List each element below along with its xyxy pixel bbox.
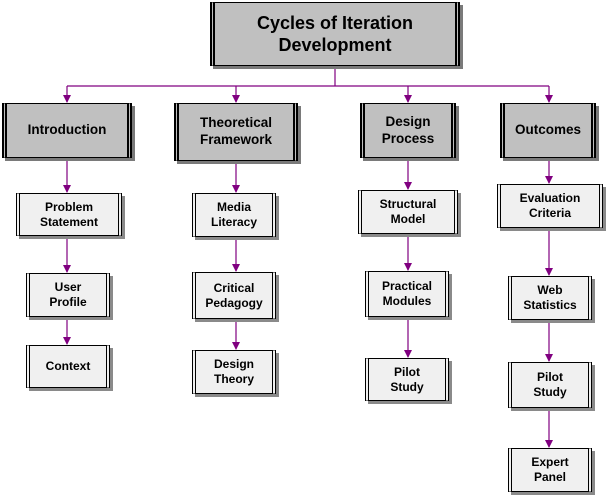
- node-label: Problem Statement: [39, 199, 98, 229]
- node-pilot-study-outcomes: Pilot Study: [508, 362, 592, 408]
- node-label: Practical Modules: [381, 279, 433, 308]
- root-title-text: Cycles of Iteration Development: [256, 12, 414, 56]
- node-media-literacy: Media Literacy: [192, 193, 276, 237]
- node-practical-modules: Practical Modules: [365, 271, 449, 317]
- header-node-design-process: Design Process: [360, 103, 456, 158]
- header-label-outcomes: Outcomes: [514, 122, 582, 138]
- node-label: Expert Panel: [531, 455, 569, 484]
- header-label-introduction: Introduction: [27, 122, 107, 138]
- node-label: Context: [45, 359, 91, 373]
- node-label: Evaluation Criteria: [519, 191, 581, 220]
- header-label-design-process: Design Process: [381, 113, 435, 146]
- node-label: Pilot Study: [533, 370, 567, 399]
- node-label: Design Theory: [213, 357, 254, 386]
- node-label: Pilot Study: [390, 364, 424, 394]
- node-web-statistics: Web Statistics: [508, 276, 592, 320]
- node-label: Critical Pedagogy: [205, 280, 263, 310]
- node-design-theory: Design Theory: [192, 350, 276, 394]
- node-context: Context: [26, 345, 110, 388]
- node-pilot-study-design: Pilot Study: [365, 358, 449, 401]
- node-label: Web Statistics: [523, 283, 577, 312]
- node-label: Media Literacy: [210, 200, 258, 229]
- node-critical-pedagogy: Critical Pedagogy: [192, 272, 276, 319]
- header-node-outcomes: Outcomes: [500, 103, 596, 158]
- node-expert-panel: Expert Panel: [508, 448, 592, 492]
- root-node-title: Cycles of Iteration Development: [210, 2, 460, 66]
- header-node-introduction: Introduction: [2, 103, 132, 158]
- node-problem-statement: Problem Statement: [16, 193, 122, 236]
- node-structural-model: Structural Model: [358, 190, 458, 234]
- node-label: Structural Model: [379, 197, 437, 226]
- node-evaluation-criteria: Evaluation Criteria: [497, 184, 603, 228]
- node-user-profile: User Profile: [26, 273, 110, 317]
- header-node-theoretical-framework: Theoretical Framework: [174, 103, 298, 161]
- header-label-theoretical-framework: Theoretical Framework: [199, 115, 273, 147]
- node-label: User Profile: [49, 280, 87, 309]
